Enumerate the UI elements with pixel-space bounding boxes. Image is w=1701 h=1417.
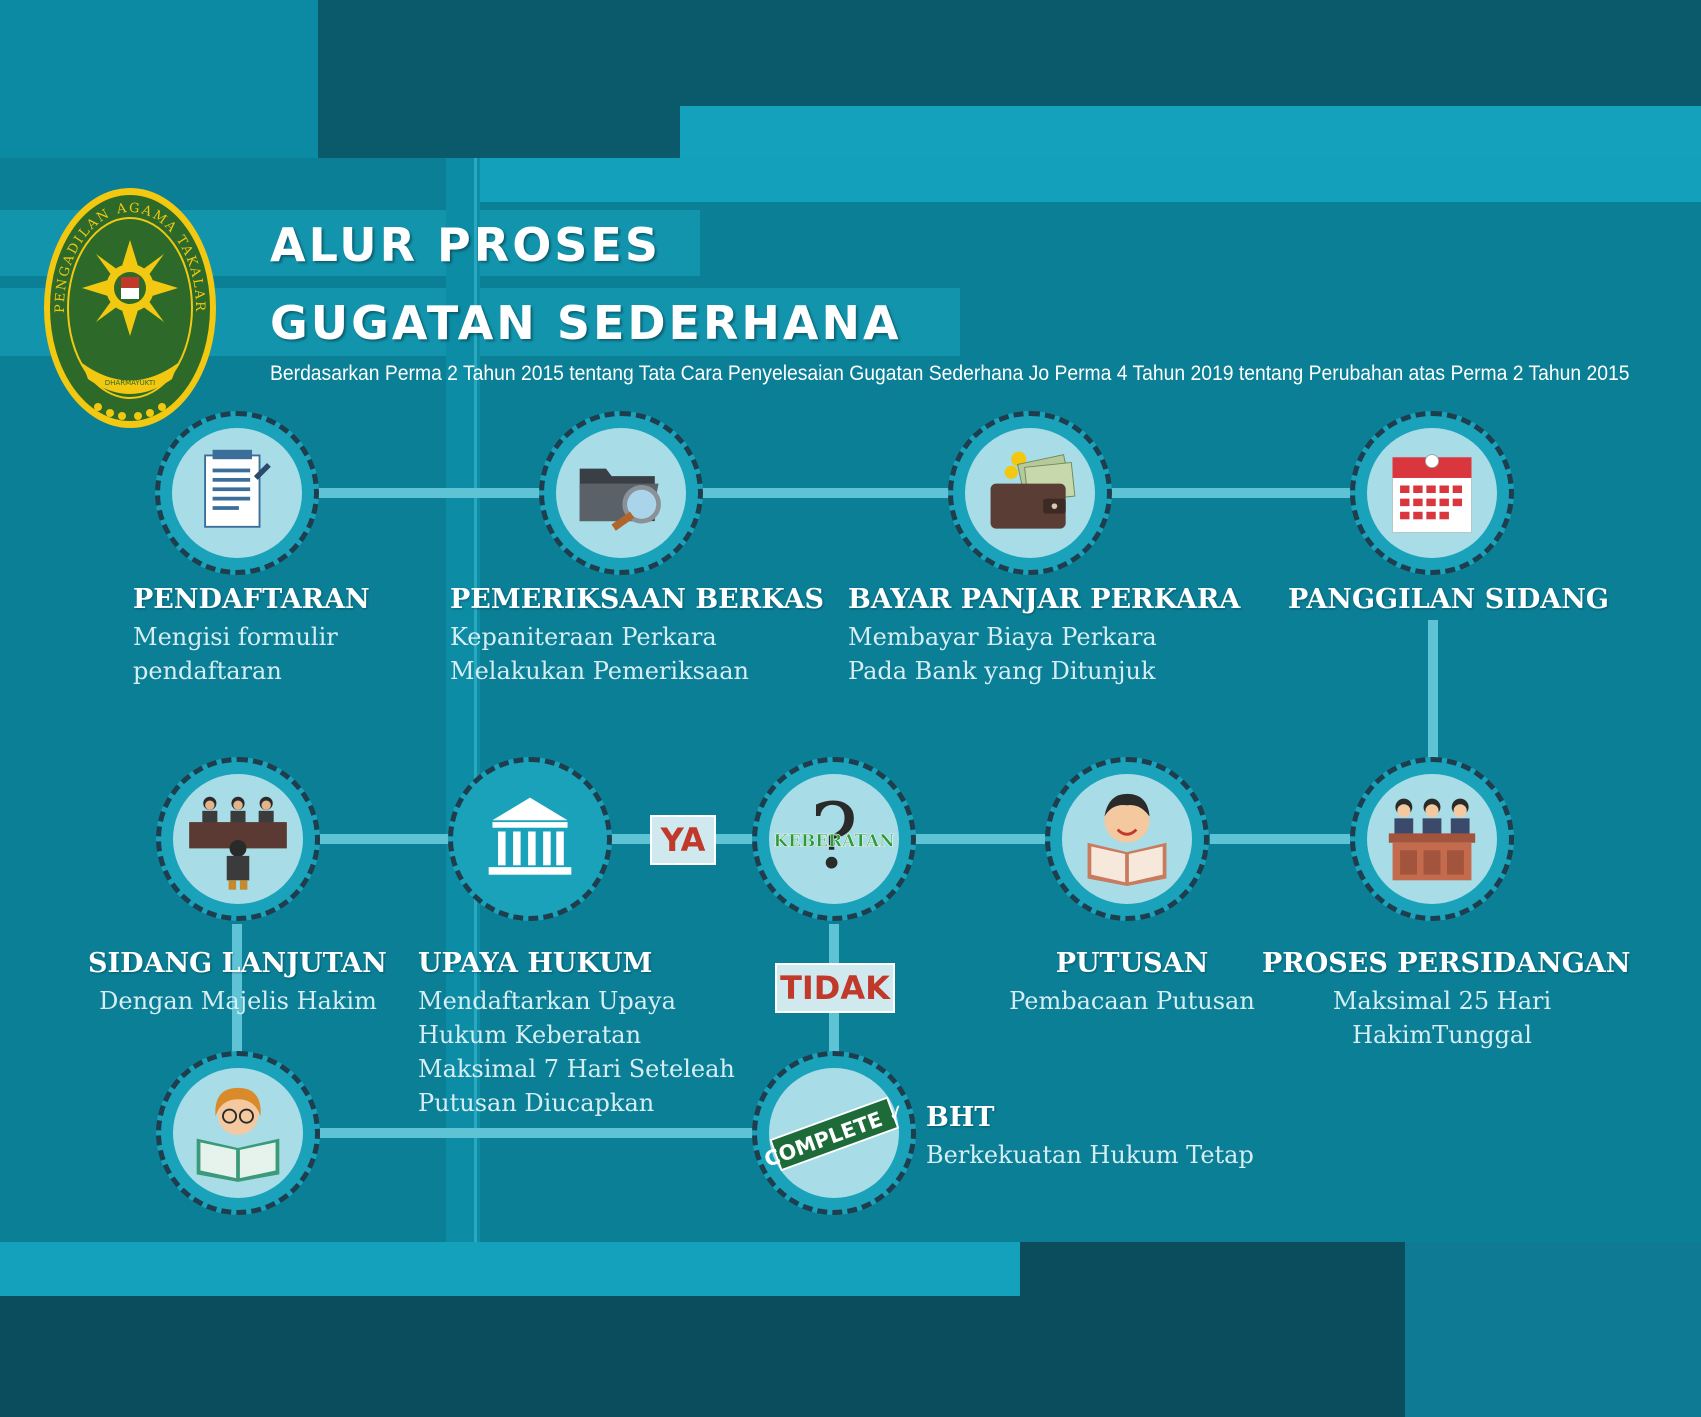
page-title-line-1: ALUR PROSES	[270, 218, 661, 272]
wallet-money-icon	[990, 451, 1076, 529]
step-desc-upaya-4: Putusan Diucapkan	[418, 1089, 655, 1117]
bg-header-stripe	[480, 158, 1701, 202]
connector-lanjutan-down	[232, 924, 242, 1064]
connector-putusan-keberatan	[905, 834, 1045, 844]
connector-4-down	[1428, 620, 1438, 760]
keberatan-label: KEBERATAN	[773, 831, 894, 851]
connector-3-4	[1110, 488, 1350, 498]
bg-top-left-light	[0, 0, 318, 158]
connector-1-2	[310, 488, 540, 498]
svg-text:?: ?	[810, 784, 858, 889]
step-node-panggilan	[1350, 411, 1514, 575]
step-title-bht: BHT	[926, 1102, 995, 1133]
step-desc-pemeriksaan-1: Kepaniteraan Perkara	[450, 623, 717, 651]
complete-stamp-icon: COMPLETE ✓	[761, 1096, 909, 1172]
page-subtitle: Berdasarkan Perma 2 Tahun 2015 tentang T…	[270, 362, 1630, 385]
reading-boy-icon	[1087, 793, 1167, 886]
step-desc-lanjutan-1: Dengan Majelis Hakim	[99, 987, 377, 1015]
calendar-icon	[1392, 454, 1472, 533]
step-desc-upaya-3: Maksimal 7 Hari Seteleah	[418, 1055, 735, 1083]
step-node-bayar	[948, 411, 1112, 575]
step-title-panggilan: PANGGILAN SIDANG	[1288, 584, 1609, 615]
step-title-upaya: UPAYA HUKUM	[418, 948, 653, 979]
step-node-proses	[1350, 757, 1514, 921]
step-title-proses: PROSES PERSIDANGAN	[1262, 948, 1631, 979]
question-mark-icon: ? KEBERATAN	[773, 784, 895, 889]
step-desc-putusan-1: Pembacaan Putusan	[1009, 987, 1255, 1015]
court-building-icon	[488, 797, 572, 875]
step-node-reading	[156, 1051, 320, 1215]
step-desc-pendaftaran-2: pendaftaran	[133, 657, 282, 685]
bg-vertical-line	[474, 158, 477, 1242]
step-desc-proses-1: Maksimal 25 Hari	[1332, 987, 1552, 1015]
step-node-pendaftaran	[155, 411, 319, 575]
form-clipboard-icon	[204, 449, 271, 528]
step-desc-bayar-2: Pada Bank yang Ditunjuk	[848, 657, 1156, 685]
connector-bottom	[320, 1128, 760, 1138]
step-desc-pendaftaran-1: Mengisi formulir	[133, 623, 338, 651]
step-node-keberatan: ? KEBERATAN	[752, 757, 916, 921]
step-desc-bayar-1: Membayar Biaya Perkara	[848, 623, 1157, 651]
bg-bottom-light-band	[0, 1242, 1020, 1296]
step-desc-bht-1: Berkekuatan Hukum Tetap	[926, 1141, 1254, 1169]
ya-label: YA	[650, 815, 716, 865]
folder-search-icon	[579, 468, 661, 531]
connector-2-3	[700, 488, 950, 498]
step-desc-pemeriksaan-2: Melakukan Pemeriksaan	[450, 657, 750, 685]
reading-girl-icon	[196, 1087, 280, 1182]
step-title-putusan: PUTUSAN	[1055, 948, 1209, 979]
courtroom-icon	[1388, 798, 1476, 881]
step-node-pemeriksaan	[539, 411, 703, 575]
step-title-lanjutan: SIDANG LANJUTAN	[88, 948, 387, 979]
connector-upaya-lanjutan	[320, 834, 450, 844]
step-node-putusan	[1045, 757, 1209, 921]
page-title-line-2: GUGATAN SEDERHANA	[270, 296, 902, 350]
step-title-pendaftaran: PENDAFTARAN	[133, 584, 370, 615]
step-node-bht: COMPLETE ✓	[752, 1051, 916, 1215]
bg-bottom-right-block	[1405, 1242, 1701, 1417]
step-title-bayar: BAYAR PANJAR PERKARA	[848, 584, 1241, 615]
step-desc-upaya-2: Hukum Keberatan	[418, 1021, 642, 1049]
bg-top-right-band	[680, 106, 1701, 158]
step-node-lanjutan	[156, 757, 320, 921]
tidak-label: TIDAK	[775, 963, 895, 1013]
step-desc-proses-2: HakimTunggal	[1352, 1021, 1532, 1049]
step-node-upaya	[448, 757, 612, 921]
court-logo: DHARMAYUKTI PENGADILAN AGAMA TAKALAR	[40, 183, 220, 433]
step-desc-upaya-1: Mendaftarkan Upaya	[418, 987, 676, 1015]
connector-proses-putusan	[1210, 834, 1350, 844]
judges-panel-icon	[189, 796, 287, 890]
step-title-pemeriksaan: PEMERIKSAAN BERKAS	[450, 584, 825, 615]
svg-text:DHARMAYUKTI: DHARMAYUKTI	[105, 379, 155, 387]
